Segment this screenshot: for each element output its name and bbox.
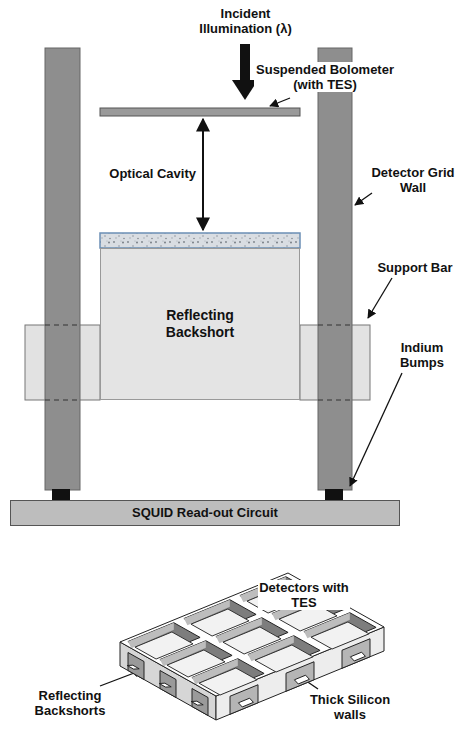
readout-box: SQUID Read-out Circuit bbox=[10, 500, 400, 526]
part-label: Incident Illumination (λ) bbox=[188, 6, 303, 36]
detector-membrane bbox=[199, 668, 257, 695]
part-label: Detector Grid Wall bbox=[358, 165, 468, 195]
part-label: Optical Cavity bbox=[100, 166, 196, 181]
part-label: Suspended Bolometer (with TES) bbox=[254, 62, 396, 92]
indium-bump bbox=[325, 489, 343, 500]
support-peg bbox=[127, 665, 139, 669]
part-label: Support Bar bbox=[370, 260, 460, 275]
backshort-surface bbox=[100, 233, 300, 248]
leader-line bbox=[100, 98, 402, 689]
indium-bump bbox=[52, 489, 70, 500]
support-peg bbox=[159, 683, 171, 687]
part-label: Indium Bumps bbox=[382, 340, 462, 370]
support-peg bbox=[294, 675, 309, 684]
backshort-slot bbox=[192, 689, 208, 716]
detector-membrane bbox=[255, 645, 313, 672]
suspended-bolometer bbox=[100, 108, 300, 116]
part-label: Reflecting Backshorts bbox=[18, 688, 122, 718]
detector-membrane bbox=[311, 622, 369, 649]
node-text: SQUID Read-out Circuit bbox=[132, 505, 278, 521]
backshort-slot bbox=[128, 653, 144, 680]
detector-grid-wall bbox=[318, 48, 352, 490]
support-peg bbox=[191, 701, 203, 705]
backshort-box: Reflecting Backshort bbox=[100, 248, 300, 400]
backshort-slot bbox=[160, 671, 176, 698]
grid-top bbox=[120, 573, 384, 696]
part-label: Detectors with TES bbox=[258, 580, 350, 610]
support-peg bbox=[238, 698, 253, 707]
part-label: Thick Silicon walls bbox=[300, 692, 400, 722]
node-text: Reflecting Backshort bbox=[145, 307, 255, 341]
detector-grid-wall bbox=[45, 48, 80, 490]
support-peg bbox=[350, 652, 365, 661]
cavity-arrow bbox=[202, 119, 204, 230]
